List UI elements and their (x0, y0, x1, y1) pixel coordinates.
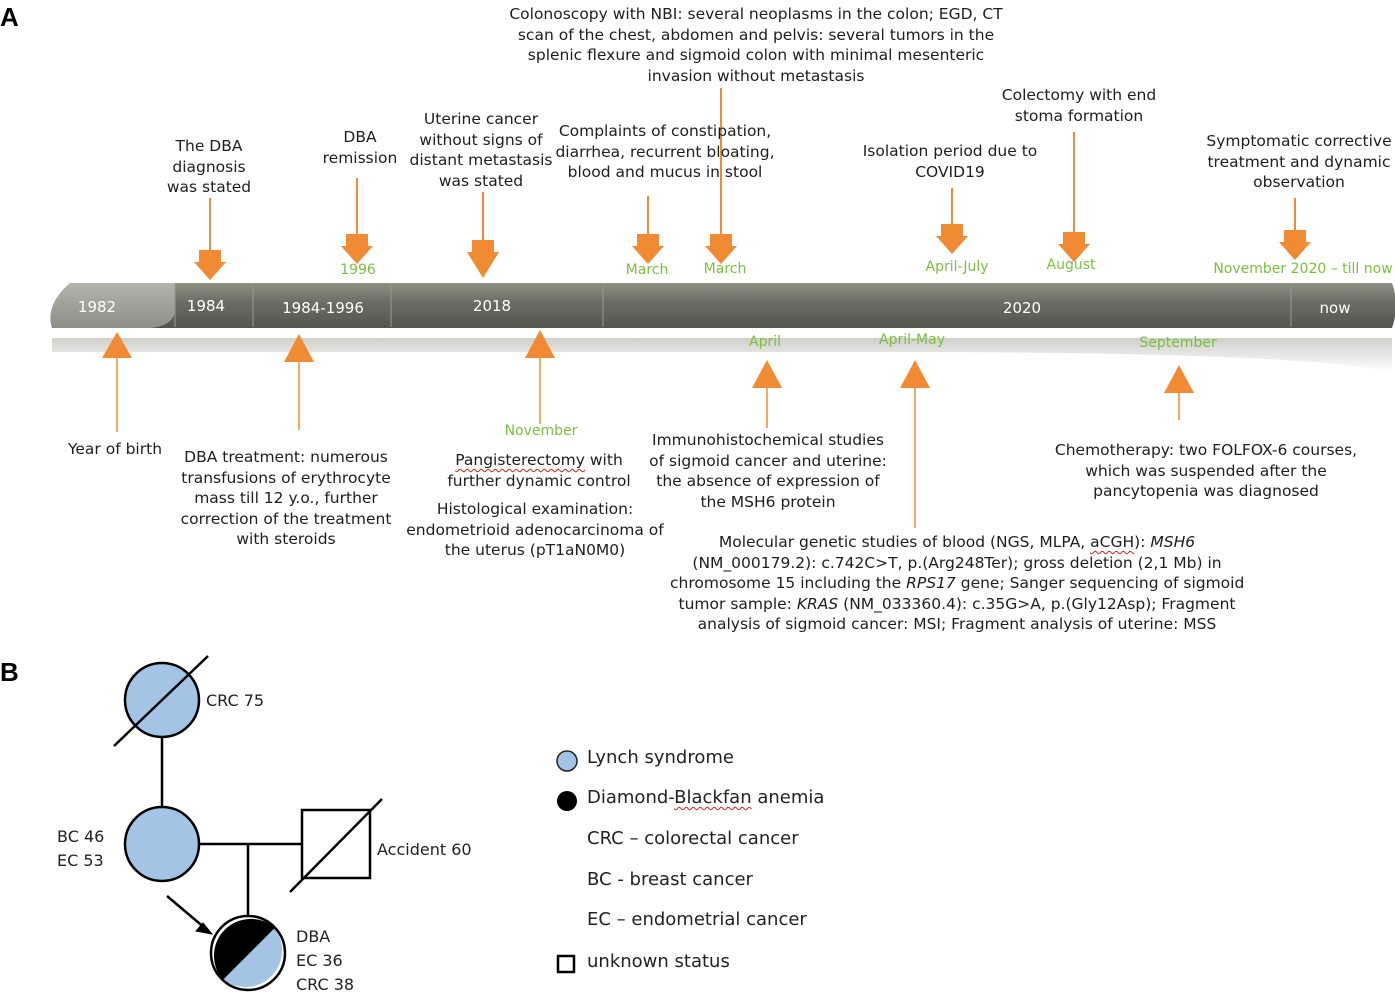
lynch-legend-icon (556, 750, 578, 772)
dba-legend-icon (557, 791, 577, 811)
event-dba-treatment: DBA treatment: numerous transfusions of … (180, 448, 392, 548)
event-histological: Histological examination: endometrioid a… (406, 500, 664, 559)
event-isolation: Isolation period due to COVID19 (862, 142, 1038, 181)
proband-arrow-icon (166, 895, 214, 935)
down-arrow-icon (467, 192, 499, 278)
panel-label-a: A (0, 2, 19, 32)
event-chemotherapy: Chemotherapy: two FOLFOX-6 courses, whic… (1054, 441, 1358, 500)
down-arrow-icon (1058, 132, 1090, 262)
bottom-arrows (102, 330, 1194, 528)
panel-label-b: B (0, 657, 19, 687)
pedigree (113, 655, 383, 992)
top-arrows (194, 88, 1311, 280)
event-uterine-cancer: Uterine cancer without signs of distant … (409, 110, 553, 190)
down-arrow-icon (194, 198, 226, 280)
event-pangisterectomy: Pangisterectomy with further dynamic con… (447, 451, 631, 490)
up-arrow-icon (900, 360, 930, 528)
timeline-bar-body (50, 283, 1395, 328)
mother-label: BC 46 EC 53 (57, 827, 105, 870)
legend-symbols (556, 750, 578, 974)
legend-unknown: unknown status (587, 951, 730, 972)
deceased-slash (289, 798, 383, 893)
father-label: Accident 60 (377, 840, 472, 859)
timeline-bar (50, 283, 1395, 372)
up-arrow-icon (284, 334, 314, 430)
event-dba-remission: DBA remission (322, 128, 398, 167)
event-ihc: Immunohistochemical studies of sigmoid c… (649, 431, 887, 511)
event-symptomatic: Symptomatic corrective treatment and dyn… (1206, 132, 1392, 191)
legend-lynch: Lynch syndrome (587, 747, 734, 768)
event-complaints: Complaints of constipation, diarrhea, re… (555, 122, 775, 181)
up-arrow-icon (752, 360, 782, 428)
up-arrow-icon (525, 330, 555, 424)
proband-label: DBA EC 36 CRC 38 (296, 927, 355, 994)
mother-circle (123, 805, 201, 883)
event-colonoscopy: Colonoscopy with NBI: several neoplasms … (509, 5, 1003, 85)
down-arrow-icon (341, 178, 373, 264)
legend-crc: CRC – colorectal cancer (587, 828, 799, 849)
legend-bc: BC - breast cancer (587, 869, 753, 890)
legend-dba: Diamond-Blackfan anemia (587, 787, 825, 808)
proband-circle (209, 914, 287, 992)
up-arrow-icon (102, 332, 132, 432)
up-arrow-icon (1164, 365, 1194, 420)
event-colectomy: Colectomy with end stoma formation (1001, 86, 1157, 125)
down-arrow-icon (936, 188, 968, 254)
event-birth: Year of birth (67, 440, 163, 458)
legend-ec: EC – endometrial cancer (587, 909, 807, 930)
timeline-bar-shadow (52, 338, 1392, 372)
down-arrow-icon (705, 88, 737, 264)
down-arrow-icon (632, 196, 664, 264)
timeline-bar-first-segment (50, 283, 175, 328)
event-dba-diagnosis: The DBA diagnosis was stated (166, 137, 252, 196)
event-molecular: Molecular genetic studies of blood (NGS,… (670, 533, 1245, 633)
down-arrow-icon (1279, 198, 1311, 260)
deceased-slash (113, 655, 209, 747)
unknown-status-legend-icon (556, 954, 576, 974)
grandmother-label: CRC 75 (206, 691, 265, 710)
